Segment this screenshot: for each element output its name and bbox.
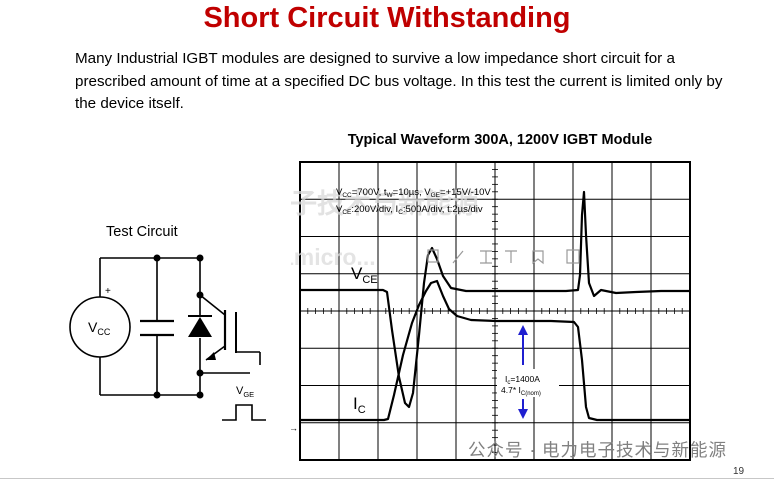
- junction-dot: [196, 369, 204, 377]
- junction-dot: [196, 291, 204, 299]
- vcc-label: VCC: [88, 319, 111, 337]
- scope-settings-line2: VCE:200V/div, IC:500A/div, t:2µs/div: [336, 204, 483, 216]
- watermark-credit: 公众号 · 电力电子技术与新能源: [468, 440, 728, 460]
- text-tool-icon: [480, 250, 492, 264]
- figure-title: Typical Waveform 300A, 1200V IGBT Module: [347, 132, 653, 148]
- slide-title: Short Circuit Withstanding: [203, 2, 571, 34]
- emitter-arrow-icon: [206, 352, 216, 360]
- bookmark-icon: [532, 250, 544, 265]
- vcc-source-circle: [69, 296, 131, 358]
- scope-settings-line1: VCC=700V, tW=10µs, VGE=+15V/-10V: [336, 187, 491, 199]
- ground-marker-icon: →: [291, 423, 298, 433]
- junction-dot: [153, 391, 161, 399]
- strike-icon: [505, 250, 517, 263]
- page-icon: [427, 249, 439, 263]
- arrow-down-head-icon: [518, 409, 528, 419]
- annotation-box: [497, 369, 559, 397]
- intro-paragraph: Many Industrial IGBT modules are designe…: [75, 50, 723, 112]
- overlay-toolbar: [427, 249, 580, 265]
- scope-grid: [299, 161, 691, 461]
- oscilloscope-waveform: 电力电子技术与新能源 www.21micro... VCC=700V, tW=1…: [291, 161, 691, 461]
- bottom-rule: [0, 478, 774, 479]
- watermark-url-overlay: www.21micro...: [291, 244, 376, 270]
- junction-dot: [196, 254, 204, 262]
- pen-icon: [452, 250, 464, 264]
- select-icon: [566, 249, 580, 264]
- test-circuit-schematic: + VCC VGE: [69, 254, 266, 421]
- junction-dot: [196, 391, 204, 399]
- plus-sign: +: [105, 286, 111, 297]
- igbt-collector: [199, 294, 226, 316]
- circuit-caption: Test Circuit: [106, 224, 178, 240]
- junction-dot: [153, 254, 161, 262]
- arrow-up-head-icon: [518, 325, 528, 335]
- annotation-peak: Ic=1400A: [505, 374, 540, 386]
- vce-trace: [300, 190, 690, 409]
- gate-pulse-icon: [222, 404, 266, 421]
- diode-icon: [188, 317, 212, 337]
- page-number: 19: [733, 466, 745, 477]
- vge-label: VGE: [236, 385, 254, 399]
- watermark-overlay: 电力电子技术与新能源: [291, 188, 479, 219]
- ic-trace: [300, 279, 690, 422]
